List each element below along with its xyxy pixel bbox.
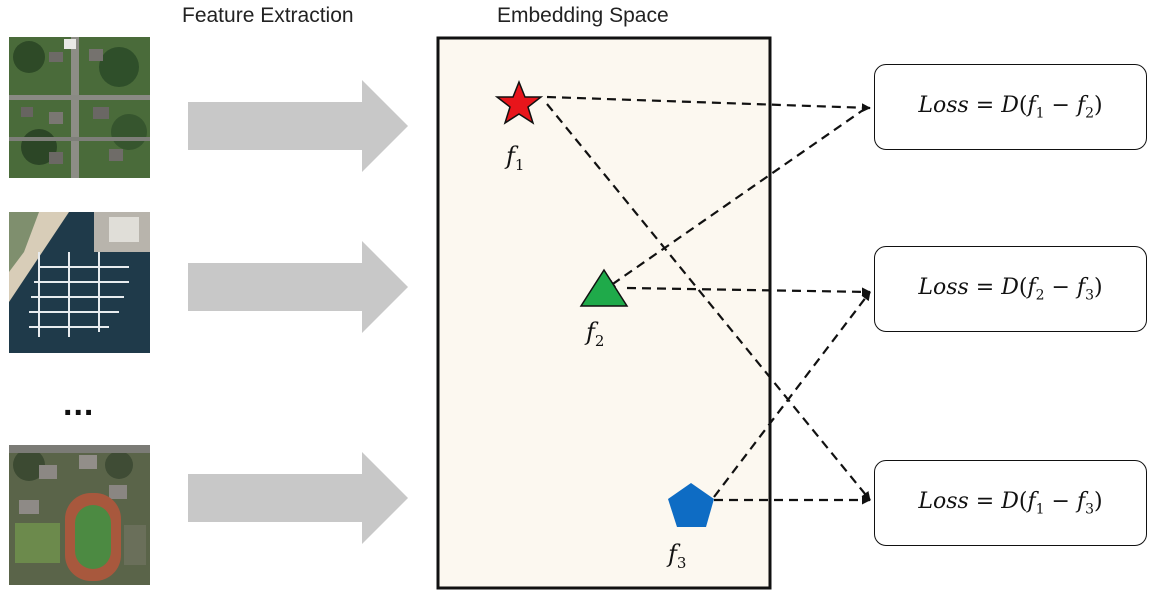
connector-f1-loss1: [546, 95, 871, 113]
extraction-arrow: [188, 452, 408, 544]
connector-loss1-f2: [606, 107, 867, 289]
ellipsis: ...: [63, 385, 95, 423]
embedding-space-heading: Embedding Space: [497, 4, 669, 27]
embedding-space-box: [436, 36, 772, 590]
point-label-f1: f1: [506, 142, 525, 174]
star-marker-f1: [494, 79, 544, 125]
connector-f3-loss2: [713, 291, 871, 498]
aerial-residential-image: [9, 37, 150, 178]
loss-formula: Loss = D(f1 − f2): [918, 92, 1103, 122]
feature-extraction-heading: Feature Extraction: [182, 4, 354, 27]
connector-f2-loss2: [626, 286, 871, 297]
triangle-marker-f2: [579, 268, 629, 307]
point-label-f3: f3: [668, 540, 687, 572]
loss-formula: Loss = D(f1 − f3): [918, 488, 1103, 518]
aerial-stadium-image: [9, 445, 150, 585]
loss-formula: Loss = D(f2 − f3): [918, 274, 1103, 304]
extraction-arrow: [188, 80, 408, 172]
loss-box-f1-f2: Loss = D(f1 − f2): [874, 64, 1147, 150]
extraction-arrow: [188, 241, 408, 333]
aerial-marina-image: [9, 212, 150, 353]
loss-box-f2-f3: Loss = D(f2 − f3): [874, 246, 1147, 332]
loss-box-f1-f3: Loss = D(f1 − f3): [874, 460, 1147, 546]
pentagon-marker-f3: [668, 483, 714, 527]
connector-f1-loss3: [546, 103, 871, 501]
point-label-f2: f2: [586, 318, 605, 350]
